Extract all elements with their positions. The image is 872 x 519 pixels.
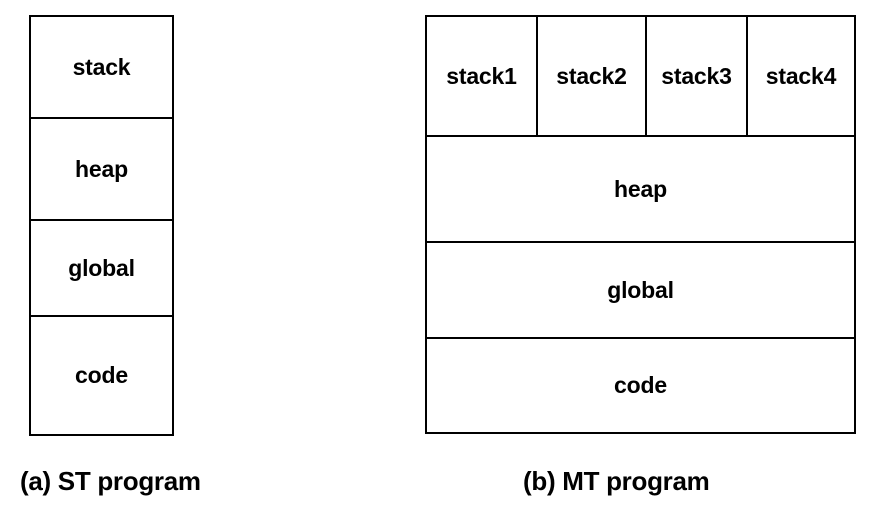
mt-program-caption: (b) MT program xyxy=(523,466,710,496)
mt-segment-stack1-label: stack1 xyxy=(446,62,517,89)
mt-segment-global-label: global xyxy=(607,276,674,303)
st-program-memory-block: stack heap global code xyxy=(29,15,174,436)
mt-segment-heap-label: heap xyxy=(614,175,667,202)
mt-segment-stack2-label: stack2 xyxy=(556,62,627,89)
mt-segment-stack4-label: stack4 xyxy=(765,62,837,89)
mt-segment-stack2: stack2 xyxy=(538,17,647,135)
mt-segment-code-label: code xyxy=(614,372,667,398)
mt-program-memory-block: stack1 stack2 stack3 stack4 heap global … xyxy=(425,15,856,434)
mt-segment-stack1: stack1 xyxy=(427,17,538,135)
mt-segment-code: code xyxy=(427,339,854,432)
st-segment-stack: stack xyxy=(31,17,172,119)
st-segment-code: code xyxy=(31,317,172,434)
st-segment-code-label: code xyxy=(75,362,128,388)
st-segment-global-label: global xyxy=(68,254,135,281)
mt-segment-stack3-label: stack3 xyxy=(661,62,732,89)
mt-stack-strip: stack1 stack2 stack3 stack4 xyxy=(427,17,854,137)
st-program-caption: (a) ST program xyxy=(20,466,201,496)
st-segment-heap: heap xyxy=(31,119,172,221)
mt-segment-global: global xyxy=(427,243,854,339)
mt-segment-stack4: stack4 xyxy=(748,17,854,135)
st-segment-stack-label: stack xyxy=(72,53,131,80)
st-segment-heap-label: heap xyxy=(75,155,128,182)
mt-segment-heap: heap xyxy=(427,137,854,243)
st-segment-global: global xyxy=(31,221,172,317)
mt-segment-stack3: stack3 xyxy=(647,17,748,135)
